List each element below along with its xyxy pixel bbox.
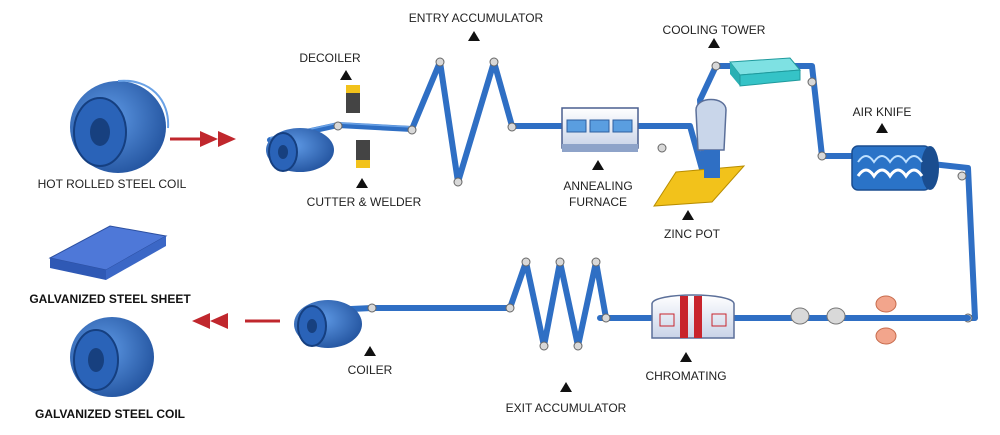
roller [333,121,343,131]
hot-rolled-coil-label: HOT ROLLED STEEL COIL [38,177,187,191]
chromating-icon [651,294,735,339]
roller [957,171,967,181]
roller [453,177,463,187]
roller [505,303,515,313]
roller [367,303,377,313]
galvanized-sheet-icon [48,225,168,280]
zinc-pot-label: ZINC POT [664,227,721,241]
zinc-pot-icon [653,98,746,207]
cutter-welder-pointer-icon [356,178,368,188]
exit-accumulator-pointer-icon [560,382,572,392]
roller [657,143,667,153]
annealing-label-line1: ANNEALING [563,179,632,193]
coiler-label: COILER [348,363,393,377]
cutter-welder-label: CUTTER & WELDER [307,195,422,209]
air-knife-icon [851,145,939,191]
decoiler-coil-icon [266,128,334,172]
exit-accumulator-label: EXIT ACCUMULATOR [506,401,627,415]
cutter-welder-icon [346,85,370,168]
pinch-rollers-icon [790,295,897,345]
hot-rolled-coil-icon [70,79,170,173]
lower-strip-path [327,259,971,349]
roller [591,257,601,267]
cooling-tower-icon [729,57,801,87]
zinc-pot-pointer-icon [682,210,694,220]
coiler-pointer-icon [364,346,376,356]
chromating-pointer-icon [680,352,692,362]
roller [711,61,721,71]
galvanized-coil-icon [70,317,154,397]
galvanized-coil-label: GALVANIZED STEEL COIL [35,407,185,421]
roller [489,57,499,67]
galvanized-sheet-label: GALVANIZED STEEL SHEET [29,292,191,306]
roller [407,125,417,135]
entry-accumulator-label: ENTRY ACCUMULATOR [409,11,544,25]
entry-accumulator-pointer-icon [468,31,480,41]
roller [573,341,583,351]
annealing-furnace-icon [561,107,639,152]
chromating-label: CHROMATING [645,369,726,383]
roller [807,77,817,87]
roller [539,341,549,351]
input-arrow-icon [170,131,236,147]
roller [601,313,611,323]
roller [817,151,827,161]
coiler-coil-icon [294,300,362,348]
roller [507,122,517,132]
decoiler-label: DECOILER [299,51,361,65]
roller [435,57,445,67]
air-knife-pointer-icon [876,123,888,133]
cooling-tower-pointer-icon [708,38,720,48]
annealing-label-line2: FURNACE [569,195,627,209]
cooling-tower-label: COOLING TOWER [663,23,766,37]
annealing-pointer-icon [592,160,604,170]
output-arrow-icon [192,313,280,329]
roller [555,257,565,267]
roller [521,257,531,267]
decoiler-pointer-icon [340,70,352,80]
air-knife-label: AIR KNIFE [853,105,912,119]
